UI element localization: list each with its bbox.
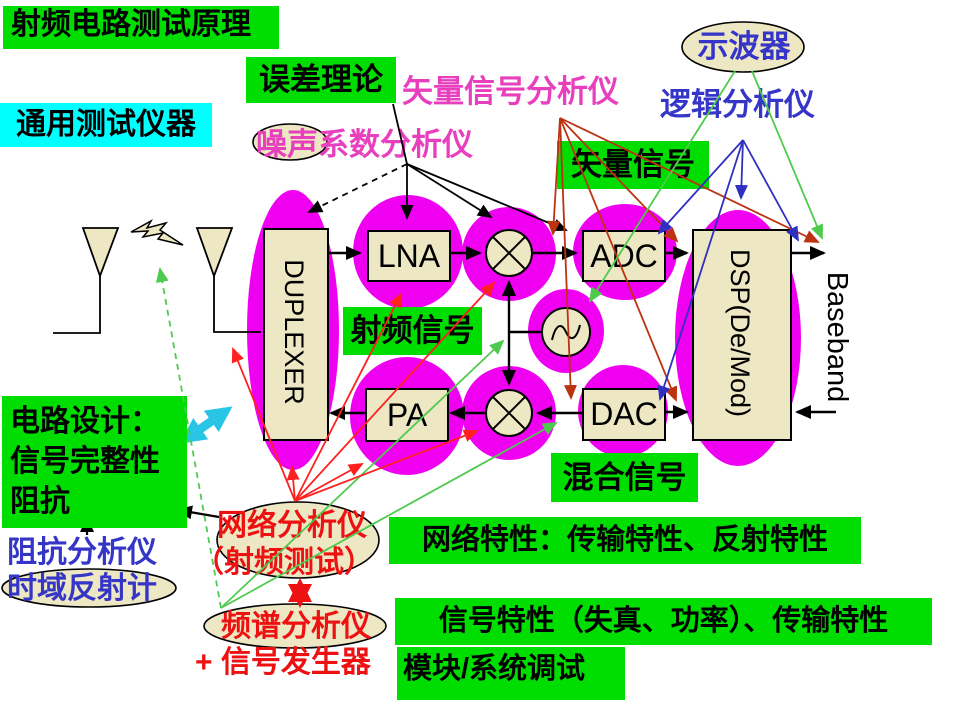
- general-instruments-label: 通用测试仪器: [0, 103, 212, 147]
- spectrum-analyzer-label: 频谱分析仪: [221, 610, 371, 643]
- network-analyzer-label: 网络分析仪: [217, 509, 367, 542]
- noise-figure-analyzer-label: 噪声系数分析仪: [256, 127, 473, 162]
- error-theory-label: 误差理论: [246, 57, 396, 103]
- vector-signal-label: 矢量信号: [557, 141, 709, 189]
- mixed-signal-label: 混合信号: [551, 453, 698, 502]
- oscilloscope-label: 示波器: [697, 29, 791, 65]
- circuit-design-label: 电路设计： 信号完整性 阻抗: [2, 396, 187, 528]
- oscillator-icon: [541, 307, 591, 357]
- adc-block: ADC: [582, 230, 666, 282]
- tdr-label: 时域反射计: [7, 572, 157, 605]
- signal-characteristics-label: 信号特性（失真、功率）、传输特性: [395, 598, 932, 645]
- impedance-analyzer-label: 阻抗分析仪: [7, 536, 157, 569]
- circuit-design-line3: 阻抗: [10, 485, 70, 518]
- network-characteristics-label: 网络特性：传输特性、反射特性: [389, 517, 861, 564]
- signal-generator-label: + 信号发生器: [195, 646, 371, 679]
- network-analyzer-sub-label: （射频测试）: [194, 546, 374, 579]
- antenna-right: [195, 227, 261, 333]
- duplexer-block-label: DUPLEXER: [279, 259, 309, 405]
- mixer-tx-highlight: [462, 366, 556, 460]
- vector-signal-analyzer-label: 矢量信号分析仪: [402, 74, 619, 109]
- dac-block: DAC: [582, 388, 666, 441]
- lightning-icon: [130, 219, 184, 246]
- dsp-block-label: DSP(De/Mod): [725, 248, 755, 418]
- mixer-rx-highlight: [462, 207, 556, 301]
- cyan-double-arrow: [179, 406, 233, 444]
- antenna-left: [53, 227, 120, 334]
- baseband-label: Baseband: [821, 271, 853, 403]
- mixer-tx-icon: [485, 389, 533, 437]
- oscillator-highlight: [528, 289, 604, 373]
- lna-block: LNA: [367, 230, 451, 282]
- mixer-rx-icon: [485, 229, 533, 277]
- rf-signal-label: 射频信号: [343, 307, 482, 355]
- logic-analyzer-label: 逻辑分析仪: [660, 87, 815, 122]
- circuit-design-line1: 电路设计：: [10, 405, 160, 438]
- module-debug-label: 模块/系统调试: [397, 647, 625, 700]
- page-title: 射频电路测试原理: [3, 6, 279, 49]
- circuit-design-line2: 信号完整性: [10, 445, 160, 478]
- pa-block: PA: [365, 388, 449, 442]
- noise-analyzer-fan: [307, 103, 568, 232]
